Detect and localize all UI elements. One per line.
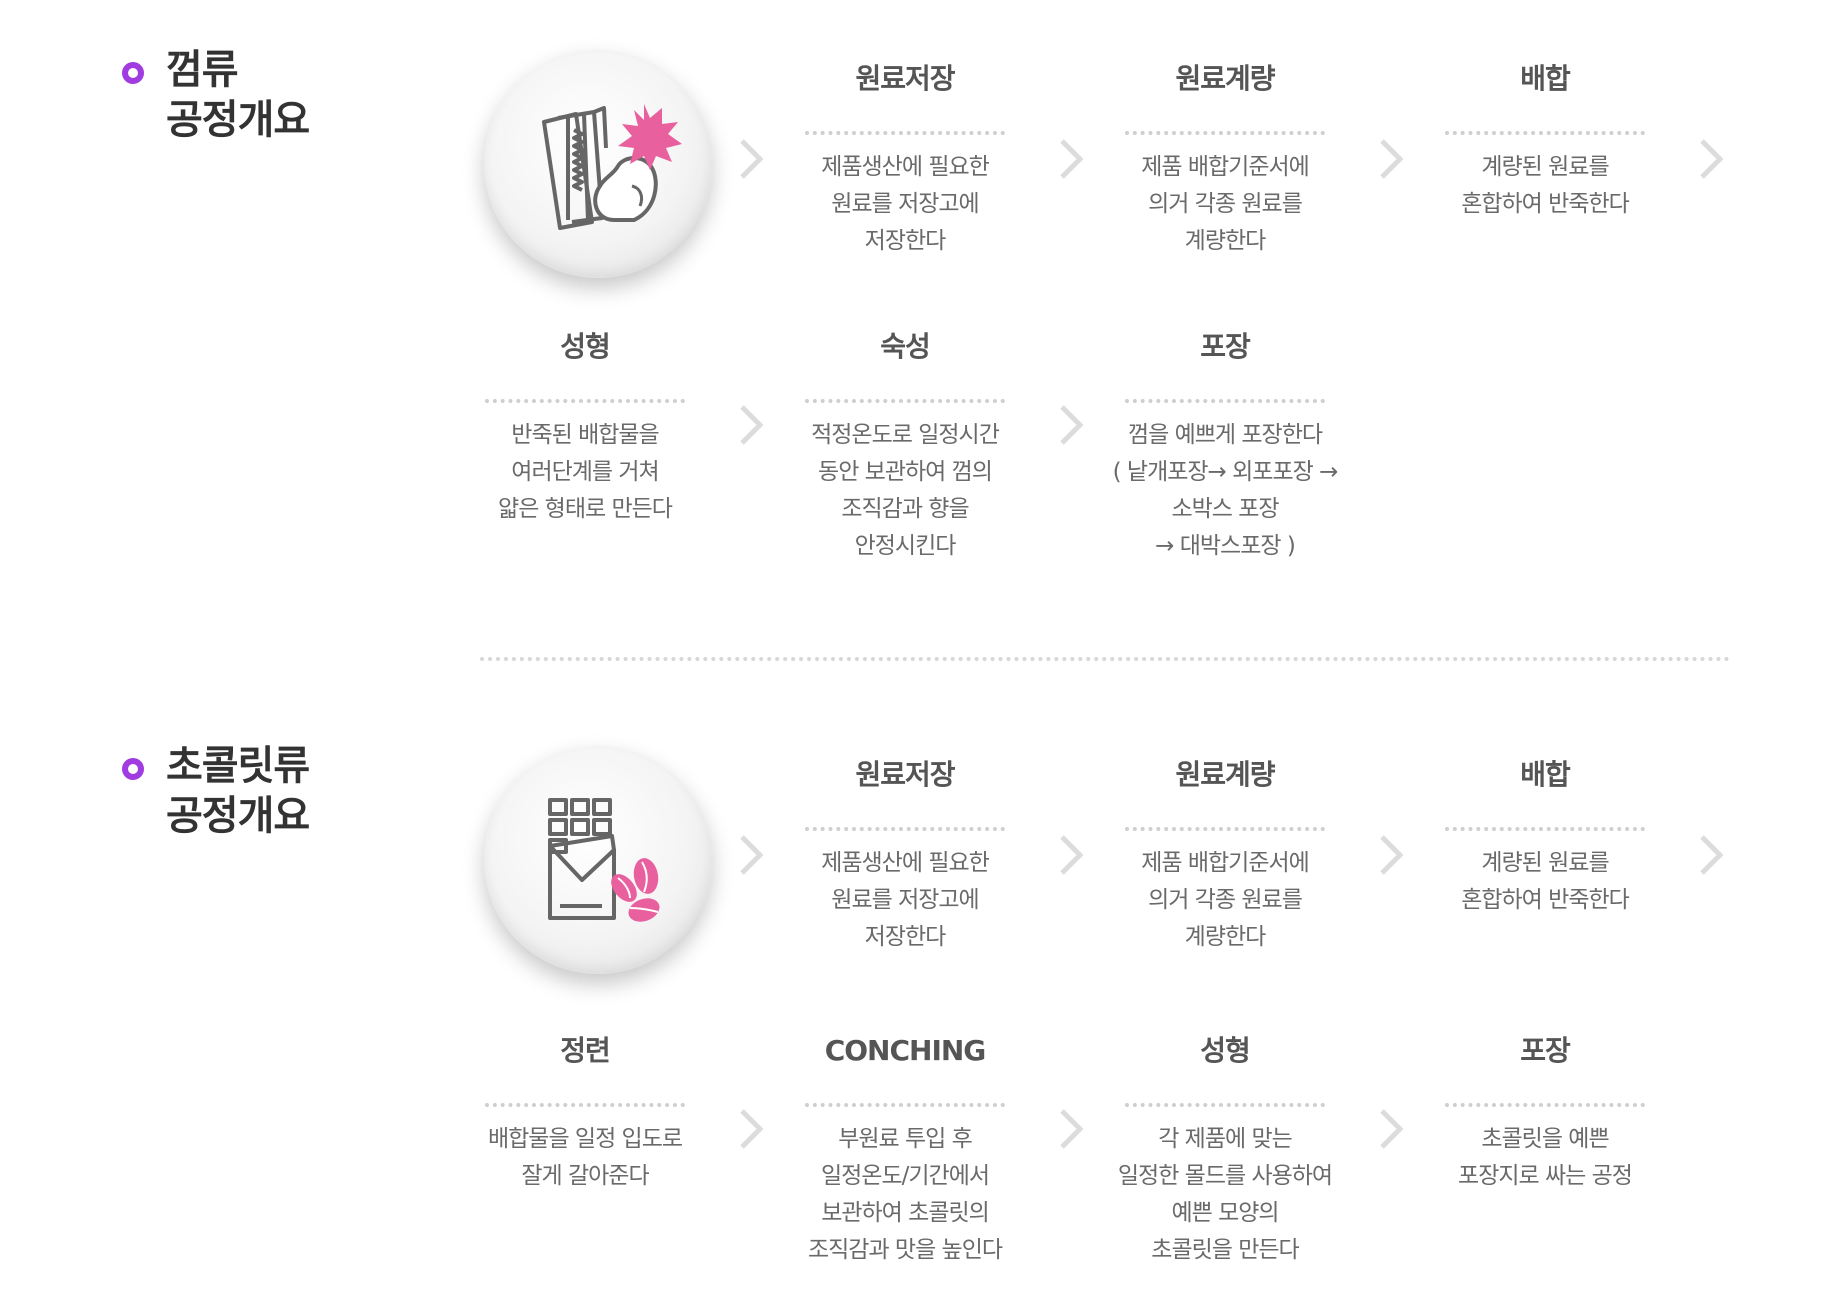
step-title: 원료저장	[855, 62, 955, 95]
step-4: 성형 반죽된 배합물을 여러단계를 거쳐 얇은 형태로 만든다	[480, 329, 690, 528]
dotted-divider	[1125, 1103, 1325, 1107]
dotted-divider	[805, 827, 1005, 831]
chevron-right-icon	[740, 139, 764, 179]
chevron-right-icon	[1380, 835, 1404, 875]
chevron-right-icon	[740, 405, 764, 445]
step-description: 적정온도로 일정시간 동안 보관하여 껌의 조직감과 향을 안정시킨다	[811, 422, 1000, 559]
dotted-divider	[805, 131, 1005, 135]
dotted-divider	[485, 399, 685, 403]
step-description: 제품 배합기준서에 의거 각종 원료를 계량한다	[1141, 154, 1310, 254]
step-6: 포장 껌을 예쁘게 포장한다 ( 낱개포장→ 외포포장 → 소박스 포장 → 대…	[1110, 329, 1340, 565]
step-3: 배합 계량된 원료를 혼합하여 반죽한다	[1440, 61, 1650, 223]
dotted-divider	[1125, 827, 1325, 831]
step-description: 각 제품에 맞는 일정한 몰드를 사용하여 예쁜 모양의 초콜릿을 만든다	[1117, 1126, 1333, 1263]
step-title: 배합	[1520, 62, 1571, 95]
step-description: 제품생산에 필요한 원료를 저장고에 저장한다	[821, 154, 990, 254]
dotted-divider	[485, 1103, 685, 1107]
step-description: 반죽된 배합물을 여러단계를 거쳐 얇은 형태로 만든다	[498, 422, 673, 522]
section-title: 초콜릿류 공정개요	[166, 743, 310, 839]
step-title: 배합	[1520, 758, 1571, 791]
chevron-right-icon	[1700, 139, 1724, 179]
step-description: 껌을 예쁘게 포장한다 ( 낱개포장→ 외포포장 → 소박스 포장 → 대박스포…	[1112, 422, 1339, 559]
step-title: 원료저장	[855, 758, 955, 791]
step-description: 초콜릿을 예쁜 포장지로 싸는 공정	[1458, 1126, 1633, 1189]
dotted-divider	[1445, 131, 1645, 135]
step-7: 포장 초콜릿을 예쁜 포장지로 싸는 공정	[1440, 1033, 1650, 1195]
dotted-divider	[805, 399, 1005, 403]
bullet-icon	[122, 758, 144, 780]
dotted-divider	[1445, 827, 1645, 831]
chevron-right-icon	[740, 1109, 764, 1149]
chocolate-icon	[484, 746, 712, 974]
step-2: 원료계량 제품 배합기준서에 의거 각종 원료를 계량한다	[1120, 757, 1330, 956]
step-1: 원료저장 제품생산에 필요한 원료를 저장고에 저장한다	[800, 757, 1010, 956]
step-description: 제품생산에 필요한 원료를 저장고에 저장한다	[821, 850, 990, 950]
step-title: 성형	[560, 330, 611, 363]
gum-icon	[484, 50, 712, 278]
step-title: 원료계량	[1175, 758, 1275, 791]
step-title: 포장	[1200, 330, 1251, 363]
step-1: 원료저장 제품생산에 필요한 원료를 저장고에 저장한다	[800, 61, 1010, 260]
chevron-right-icon	[1060, 405, 1084, 445]
chevron-right-icon	[1060, 1109, 1084, 1149]
dotted-divider	[1125, 399, 1325, 403]
step-title: 원료계량	[1175, 62, 1275, 95]
step-description: 계량된 원료를 혼합하여 반죽한다	[1461, 154, 1630, 217]
step-6: 성형 각 제품에 맞는 일정한 몰드를 사용하여 예쁜 모양의 초콜릿을 만든다	[1105, 1033, 1345, 1269]
step-description: 배합물을 일정 입도로 잘게 갈아준다	[487, 1126, 683, 1189]
section-title: 껌류 공정개요	[166, 47, 310, 143]
chevron-right-icon	[1060, 835, 1084, 875]
step-description: 부원료 투입 후 일정온도/기간에서 보관하여 초콜릿의 조직감과 맛을 높인다	[807, 1126, 1003, 1263]
chevron-right-icon	[1060, 139, 1084, 179]
chevron-right-icon	[1380, 1109, 1404, 1149]
step-title: 성형	[1200, 1034, 1251, 1067]
step-4: 정련 배합물을 일정 입도로 잘게 갈아준다	[475, 1033, 695, 1195]
step-5: 숙성 적정온도로 일정시간 동안 보관하여 껌의 조직감과 향을 안정시킨다	[800, 329, 1010, 565]
chevron-right-icon	[740, 835, 764, 875]
step-description: 계량된 원료를 혼합하여 반죽한다	[1461, 850, 1630, 913]
chevron-right-icon	[1700, 835, 1724, 875]
dotted-divider	[1445, 1103, 1645, 1107]
step-3: 배합 계량된 원료를 혼합하여 반죽한다	[1440, 757, 1650, 919]
dotted-divider	[1125, 131, 1325, 135]
bullet-icon	[122, 62, 144, 84]
step-title: 포장	[1520, 1034, 1571, 1067]
section-divider	[480, 657, 1730, 661]
step-title: CONCHING	[824, 1034, 987, 1067]
step-title: 정련	[560, 1034, 611, 1067]
dotted-divider	[805, 1103, 1005, 1107]
step-description: 제품 배합기준서에 의거 각종 원료를 계량한다	[1141, 850, 1310, 950]
step-2: 원료계량 제품 배합기준서에 의거 각종 원료를 계량한다	[1120, 61, 1330, 260]
step-5: CONCHING 부원료 투입 후 일정온도/기간에서 보관하여 초콜릿의 조직…	[795, 1033, 1015, 1269]
chevron-right-icon	[1380, 139, 1404, 179]
step-title: 숙성	[880, 330, 931, 363]
